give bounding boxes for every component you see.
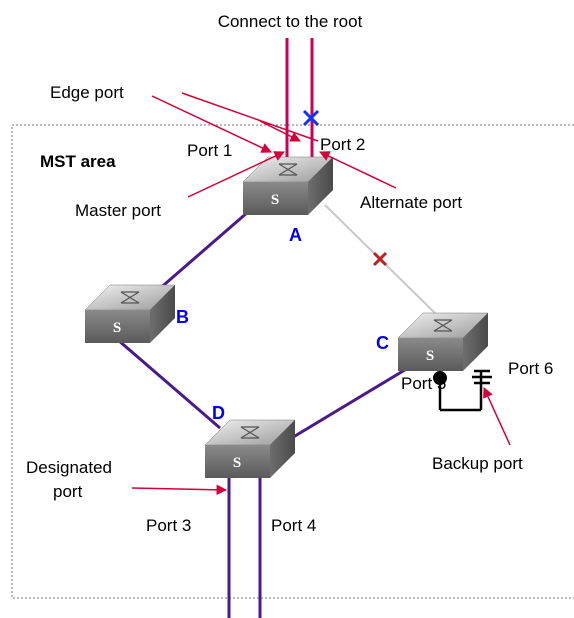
port2-label: Port 2 [320, 135, 365, 154]
root-connection-label: Connect to the root [218, 12, 363, 31]
port5-connector-icon [433, 371, 447, 385]
blocked-x-mid [372, 251, 388, 267]
blocked-x-top [302, 109, 320, 127]
link-a-b [149, 203, 257, 299]
switch-d-glyph: S [233, 455, 241, 471]
link-c-d [284, 366, 409, 444]
mst-area-boundary [11, 124, 574, 599]
switch-d-label: D [212, 403, 225, 423]
switch-a-top-icon [278, 163, 298, 176]
edge-port-arrow-1 [151, 95, 272, 153]
mst-area-label: MST area [40, 152, 116, 171]
master-port-arrow [187, 151, 285, 198]
designated-port-arrow [131, 484, 228, 496]
edge-port-arrow-3 [259, 120, 301, 142]
port3-label: Port 3 [146, 516, 191, 535]
switch-c[interactable]: S [397, 312, 489, 371]
switch-b-label: B [176, 307, 189, 327]
switch-a-glyph: S [271, 192, 279, 208]
backup-port-label: Backup port [432, 454, 523, 473]
backup-port-arrow [483, 387, 511, 446]
switch-d[interactable]: S [204, 419, 296, 478]
edge-port-label: Edge port [50, 83, 124, 102]
switch-b[interactable]: S [84, 284, 176, 343]
switch-c-top-icon [433, 319, 453, 332]
port6-label: Port 6 [508, 359, 553, 378]
switch-b-glyph: S [113, 320, 121, 336]
switch-b-top-icon [120, 291, 140, 304]
switch-a[interactable]: S [242, 156, 334, 215]
backup-loop [433, 369, 492, 412]
designated-port-label-line2: port [53, 482, 83, 501]
port6-connector-icon [472, 369, 492, 385]
master-port-label: Master port [75, 201, 161, 220]
switch-c-glyph: S [426, 348, 434, 364]
switch-a-label: A [289, 225, 302, 245]
port5-label: Port 5 [401, 374, 446, 393]
port4-label: Port 4 [271, 516, 316, 535]
switch-c-label: C [376, 333, 389, 353]
switch-d-top-icon [240, 426, 260, 439]
alternate-port-label: Alternate port [360, 193, 462, 212]
designated-port-label-line1: Designated [26, 458, 112, 477]
alternate-port-arrow [319, 151, 397, 189]
port1-label: Port 1 [187, 141, 232, 160]
edge-port-arrow-2 [181, 92, 319, 142]
link-b-d [117, 338, 221, 430]
